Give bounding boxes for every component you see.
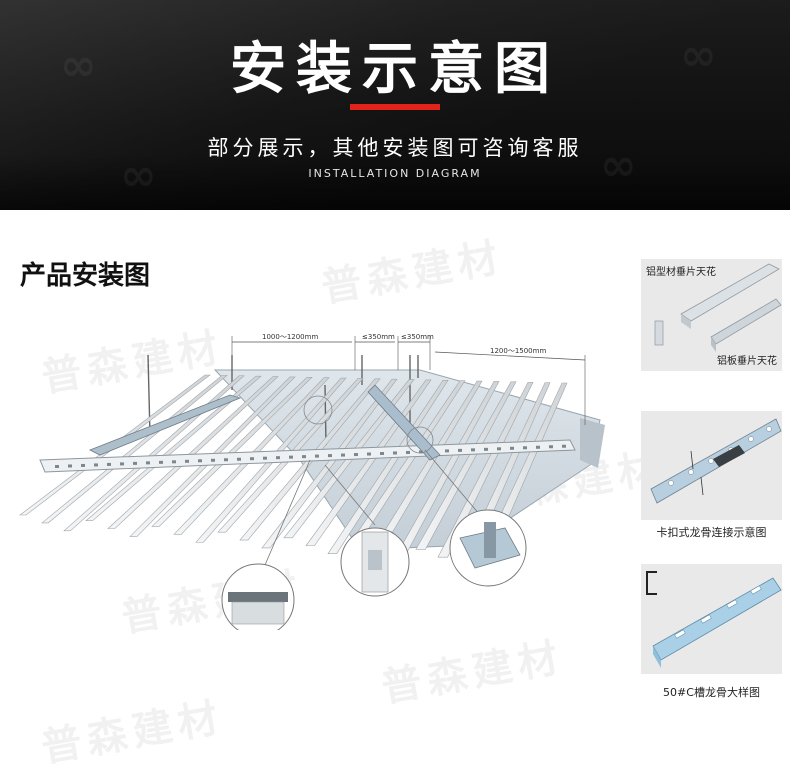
- channel-hole: [302, 455, 306, 459]
- ceiling-slat: [261, 378, 398, 549]
- channel-hole: [380, 452, 384, 455]
- slat-profiles-illustration: [654, 263, 782, 352]
- channel-hole: [94, 463, 98, 467]
- dimension-annotations: 1000～1200mm ≤350mm ≤350mm 1200～1500mm: [231, 333, 586, 425]
- banner-watermark-logo: ∞: [120, 150, 157, 201]
- detail-callouts: [221, 395, 527, 630]
- detail-panel-c-channel: [641, 564, 782, 674]
- channel-hole: [536, 445, 540, 449]
- ceiling-slat: [107, 376, 279, 529]
- channel-hole: [484, 447, 488, 451]
- banner-shadow-band: [0, 155, 790, 210]
- channel-hole: [367, 452, 371, 456]
- channel-hole: [198, 459, 202, 463]
- channel-hole: [549, 445, 553, 449]
- channel-hole: [419, 450, 423, 454]
- page-title: 安装示意图: [230, 37, 560, 102]
- panel-label-panel-slat: 铝板垂片天花: [717, 356, 777, 367]
- channel-hole: [497, 447, 501, 451]
- panel-caption-clip-keel: 卡扣式龙骨连接示意图: [656, 526, 767, 539]
- dimension-label: 1000～1200mm: [262, 333, 318, 341]
- channel-hole: [289, 455, 293, 459]
- channel-hole: [562, 444, 566, 448]
- ceiling-slat: [41, 375, 228, 524]
- channel-hole: [107, 462, 111, 466]
- banner-watermark-logo: ∞: [600, 140, 637, 191]
- channel-hole: [328, 454, 332, 458]
- ceiling-slat: [415, 381, 517, 550]
- secondary-keel: [367, 384, 441, 461]
- channel-hole: [224, 458, 228, 462]
- channel-hole: [276, 456, 280, 460]
- channel-hole: [523, 446, 527, 450]
- channel-holes: [55, 444, 566, 468]
- channel-hole: [354, 453, 358, 457]
- detail-panel-clip-keel: [641, 411, 782, 520]
- channel-hole: [250, 457, 254, 461]
- banner-watermark-logo: ∞: [680, 30, 717, 81]
- channel-hole: [406, 450, 410, 454]
- page-subtitle: 部分展示，其他安装图可咨询客服: [207, 136, 583, 160]
- title-accent-bar: [350, 104, 440, 110]
- channel-hole: [81, 463, 85, 467]
- channel-hole: [159, 460, 163, 464]
- channel-hole: [510, 446, 514, 450]
- main-carrier-channel: [39, 439, 576, 473]
- channel-hole: [393, 451, 397, 455]
- channel-hole: [341, 453, 345, 457]
- channel-hole: [471, 448, 475, 452]
- banner-watermark-logo: ∞: [60, 40, 97, 91]
- secondary-keel: [89, 394, 242, 456]
- channel-hole: [185, 459, 189, 463]
- channel-hole: [445, 449, 449, 453]
- section-title: 产品安装图: [20, 261, 151, 291]
- watermark-text: 普森建材: [38, 694, 228, 772]
- channel-hole: [458, 448, 462, 452]
- ceiling-slat: [151, 376, 313, 527]
- wall-edge: [580, 418, 605, 468]
- installation-diagram: 1000～1200mm ≤350mm ≤350mm 1200～1500mm: [19, 333, 605, 630]
- dimension-label: 1200～1500mm: [490, 347, 546, 355]
- channel-hole: [68, 464, 72, 468]
- channel-hole: [146, 461, 150, 465]
- ceiling-slat: [437, 381, 534, 558]
- channel-hole: [211, 458, 215, 462]
- panel-caption-c-channel: 50#C槽龙骨大样图: [663, 686, 760, 699]
- watermark-text: 普森建材: [378, 634, 568, 712]
- header-banner: ∞ ∞ ∞ ∞ 安装示意图 部分展示，其他安装图可咨询客服 INSTALLATI…: [0, 0, 790, 210]
- channel-hole: [263, 456, 267, 460]
- page-subtitle-en: INSTALLATION DIAGRAM: [308, 167, 482, 180]
- channel-hole: [55, 465, 59, 468]
- dimension-label: ≤350mm: [401, 333, 434, 341]
- channel-hole: [120, 462, 124, 466]
- ceiling-slat: [327, 380, 449, 554]
- channel-hole: [237, 457, 241, 461]
- panel-label-profile-slat: 铝型材垂片天花: [646, 267, 716, 278]
- clip-keel-illustration: [650, 418, 782, 504]
- ceiling-slat: [85, 375, 262, 522]
- channel-hole: [315, 454, 319, 458]
- dimension-label: ≤350mm: [362, 333, 395, 341]
- detail-panel-vertical-slats: 铝型材垂片天花 铝板垂片天花: [641, 259, 782, 371]
- c-channel-illustration: [646, 571, 782, 668]
- channel-hole: [172, 460, 176, 464]
- channel-hole: [133, 461, 137, 465]
